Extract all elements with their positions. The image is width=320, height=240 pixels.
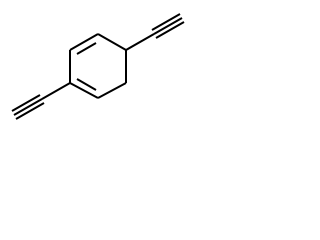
ring-bond-d-e	[69, 82, 99, 99]
lower-ethynyl-group	[11, 82, 71, 120]
upper-ethynyl-group	[125, 13, 185, 51]
ring-bond-a-b	[97, 33, 127, 51]
ring-bond-e-f	[97, 82, 127, 99]
lower-ethynyl-single-bond	[41, 82, 71, 100]
ring-bond-b-c	[69, 33, 99, 51]
upper-ethynyl-triple-bond-side-a	[151, 13, 181, 31]
ring-bond-b-c-inner	[76, 42, 97, 55]
cyclohexadiene-ring	[69, 33, 127, 99]
lower-ethynyl-triple-bond-side-a	[11, 94, 41, 112]
upper-ethynyl-triple-bond-center	[153, 17, 183, 35]
upper-ethynyl-single-bond	[125, 33, 155, 51]
ring-bond-d-e-inner	[76, 78, 97, 91]
molecule-structure-diagram	[11, 13, 185, 120]
lower-ethynyl-triple-bond-center	[13, 98, 43, 116]
upper-ethynyl-triple-bond-side-b	[155, 21, 185, 39]
lower-ethynyl-triple-bond-side-b	[15, 102, 45, 120]
